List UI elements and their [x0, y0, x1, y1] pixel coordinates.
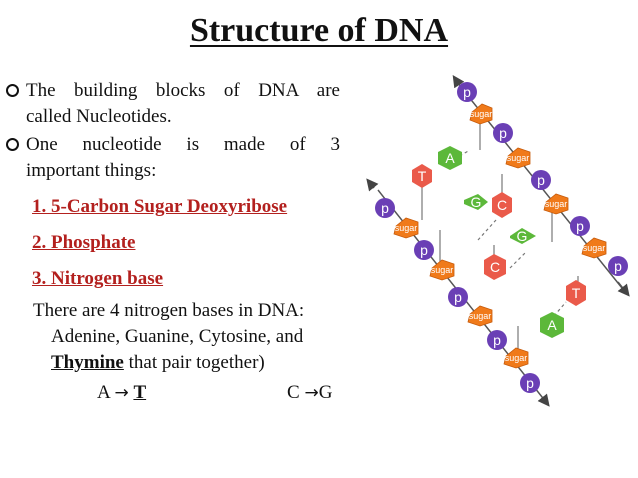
svg-text:sugar: sugar [395, 223, 418, 233]
left-backbone-arrow [366, 178, 379, 192]
svg-text:sugar: sugar [545, 199, 568, 209]
bases-paragraph: There are 4 nitrogen bases in DNA: Adeni… [33, 298, 340, 406]
bullet-text-line: The building blocks of DNA are [26, 80, 340, 101]
pair-a-t: A → T [97, 380, 146, 406]
paragraph-line: Adenine, Guanine, Cytosine, and [51, 326, 304, 347]
svg-text:sugar: sugar [470, 109, 493, 119]
pair-c-g: C →G [287, 380, 332, 406]
text-column: The building blocks of DNA are called Nu… [6, 78, 340, 406]
svg-text:p: p [576, 218, 584, 234]
arrow-icon: → [114, 383, 129, 403]
svg-text:sugar: sugar [469, 311, 492, 321]
dna-ladder-diagram: p p p p p p p p p p sugar sugar sugar sugar sug… [366, 75, 630, 407]
base-t: T [133, 382, 147, 403]
bullet-text-line: One nucleotide is made of 3 [26, 134, 340, 155]
page-title: Structure of DNA [189, 12, 449, 49]
svg-text:sugar: sugar [507, 153, 530, 163]
svg-text:C: C [490, 259, 500, 275]
bullet-icon [6, 84, 19, 97]
component-phosphate: 2. Phosphate [32, 232, 136, 253]
svg-text:T: T [572, 285, 581, 301]
svg-text:sugar: sugar [583, 243, 606, 253]
bullet-text-line: called Nucleotides. [26, 106, 172, 127]
paragraph-line: Thymine that pair together) [51, 350, 340, 376]
svg-text:p: p [463, 84, 471, 100]
svg-text:G: G [471, 194, 482, 210]
svg-text:p: p [537, 172, 545, 188]
bullet-icon [6, 138, 19, 151]
svg-text:C: C [497, 197, 507, 213]
bullet-three-things: One nucleotide is made of 3 important th… [6, 132, 340, 184]
svg-text:G: G [517, 228, 528, 244]
bullet-nucleotides: The building blocks of DNA are called Nu… [6, 78, 340, 130]
arrow-icon: → [304, 383, 319, 403]
phosphates [375, 82, 628, 393]
base-a: A [97, 382, 110, 403]
svg-text:p: p [493, 332, 501, 348]
svg-text:A: A [445, 150, 455, 166]
svg-text:sugar: sugar [431, 265, 454, 275]
phosphate-labels: p p p p p p p p p p [381, 84, 622, 391]
base-labels: A T G C G C T A [418, 150, 581, 333]
svg-text:p: p [499, 125, 507, 141]
component-nitrogen-base: 3. Nitrogen base [32, 268, 164, 289]
svg-text:p: p [381, 200, 389, 216]
base-shapes [412, 146, 586, 338]
base-pairs: A → T C →G [33, 380, 340, 406]
right-backbone-top-arrow [452, 75, 465, 89]
thymine-word: Thymine [51, 352, 124, 373]
paragraph-text: that pair together) [123, 352, 265, 373]
base-g: G [318, 382, 333, 403]
paragraph-line: There are 4 nitrogen bases in DNA: [33, 300, 305, 321]
sugar-labels: sugar sugar sugar sugar sugar sugar sugar su… [395, 109, 606, 363]
base-c: C [287, 382, 300, 403]
svg-text:A: A [547, 317, 557, 333]
svg-text:p: p [454, 289, 462, 305]
svg-text:T: T [418, 168, 427, 184]
svg-text:p: p [420, 242, 428, 258]
svg-text:p: p [614, 258, 622, 274]
component-sugar: 1. 5-Carbon Sugar Deoxyribose [32, 196, 288, 217]
right-backbone-arrow [617, 281, 630, 297]
svg-text:p: p [526, 375, 534, 391]
sugars [393, 103, 607, 369]
bullet-text-line: important things: [26, 160, 157, 181]
svg-text:sugar: sugar [505, 353, 528, 363]
